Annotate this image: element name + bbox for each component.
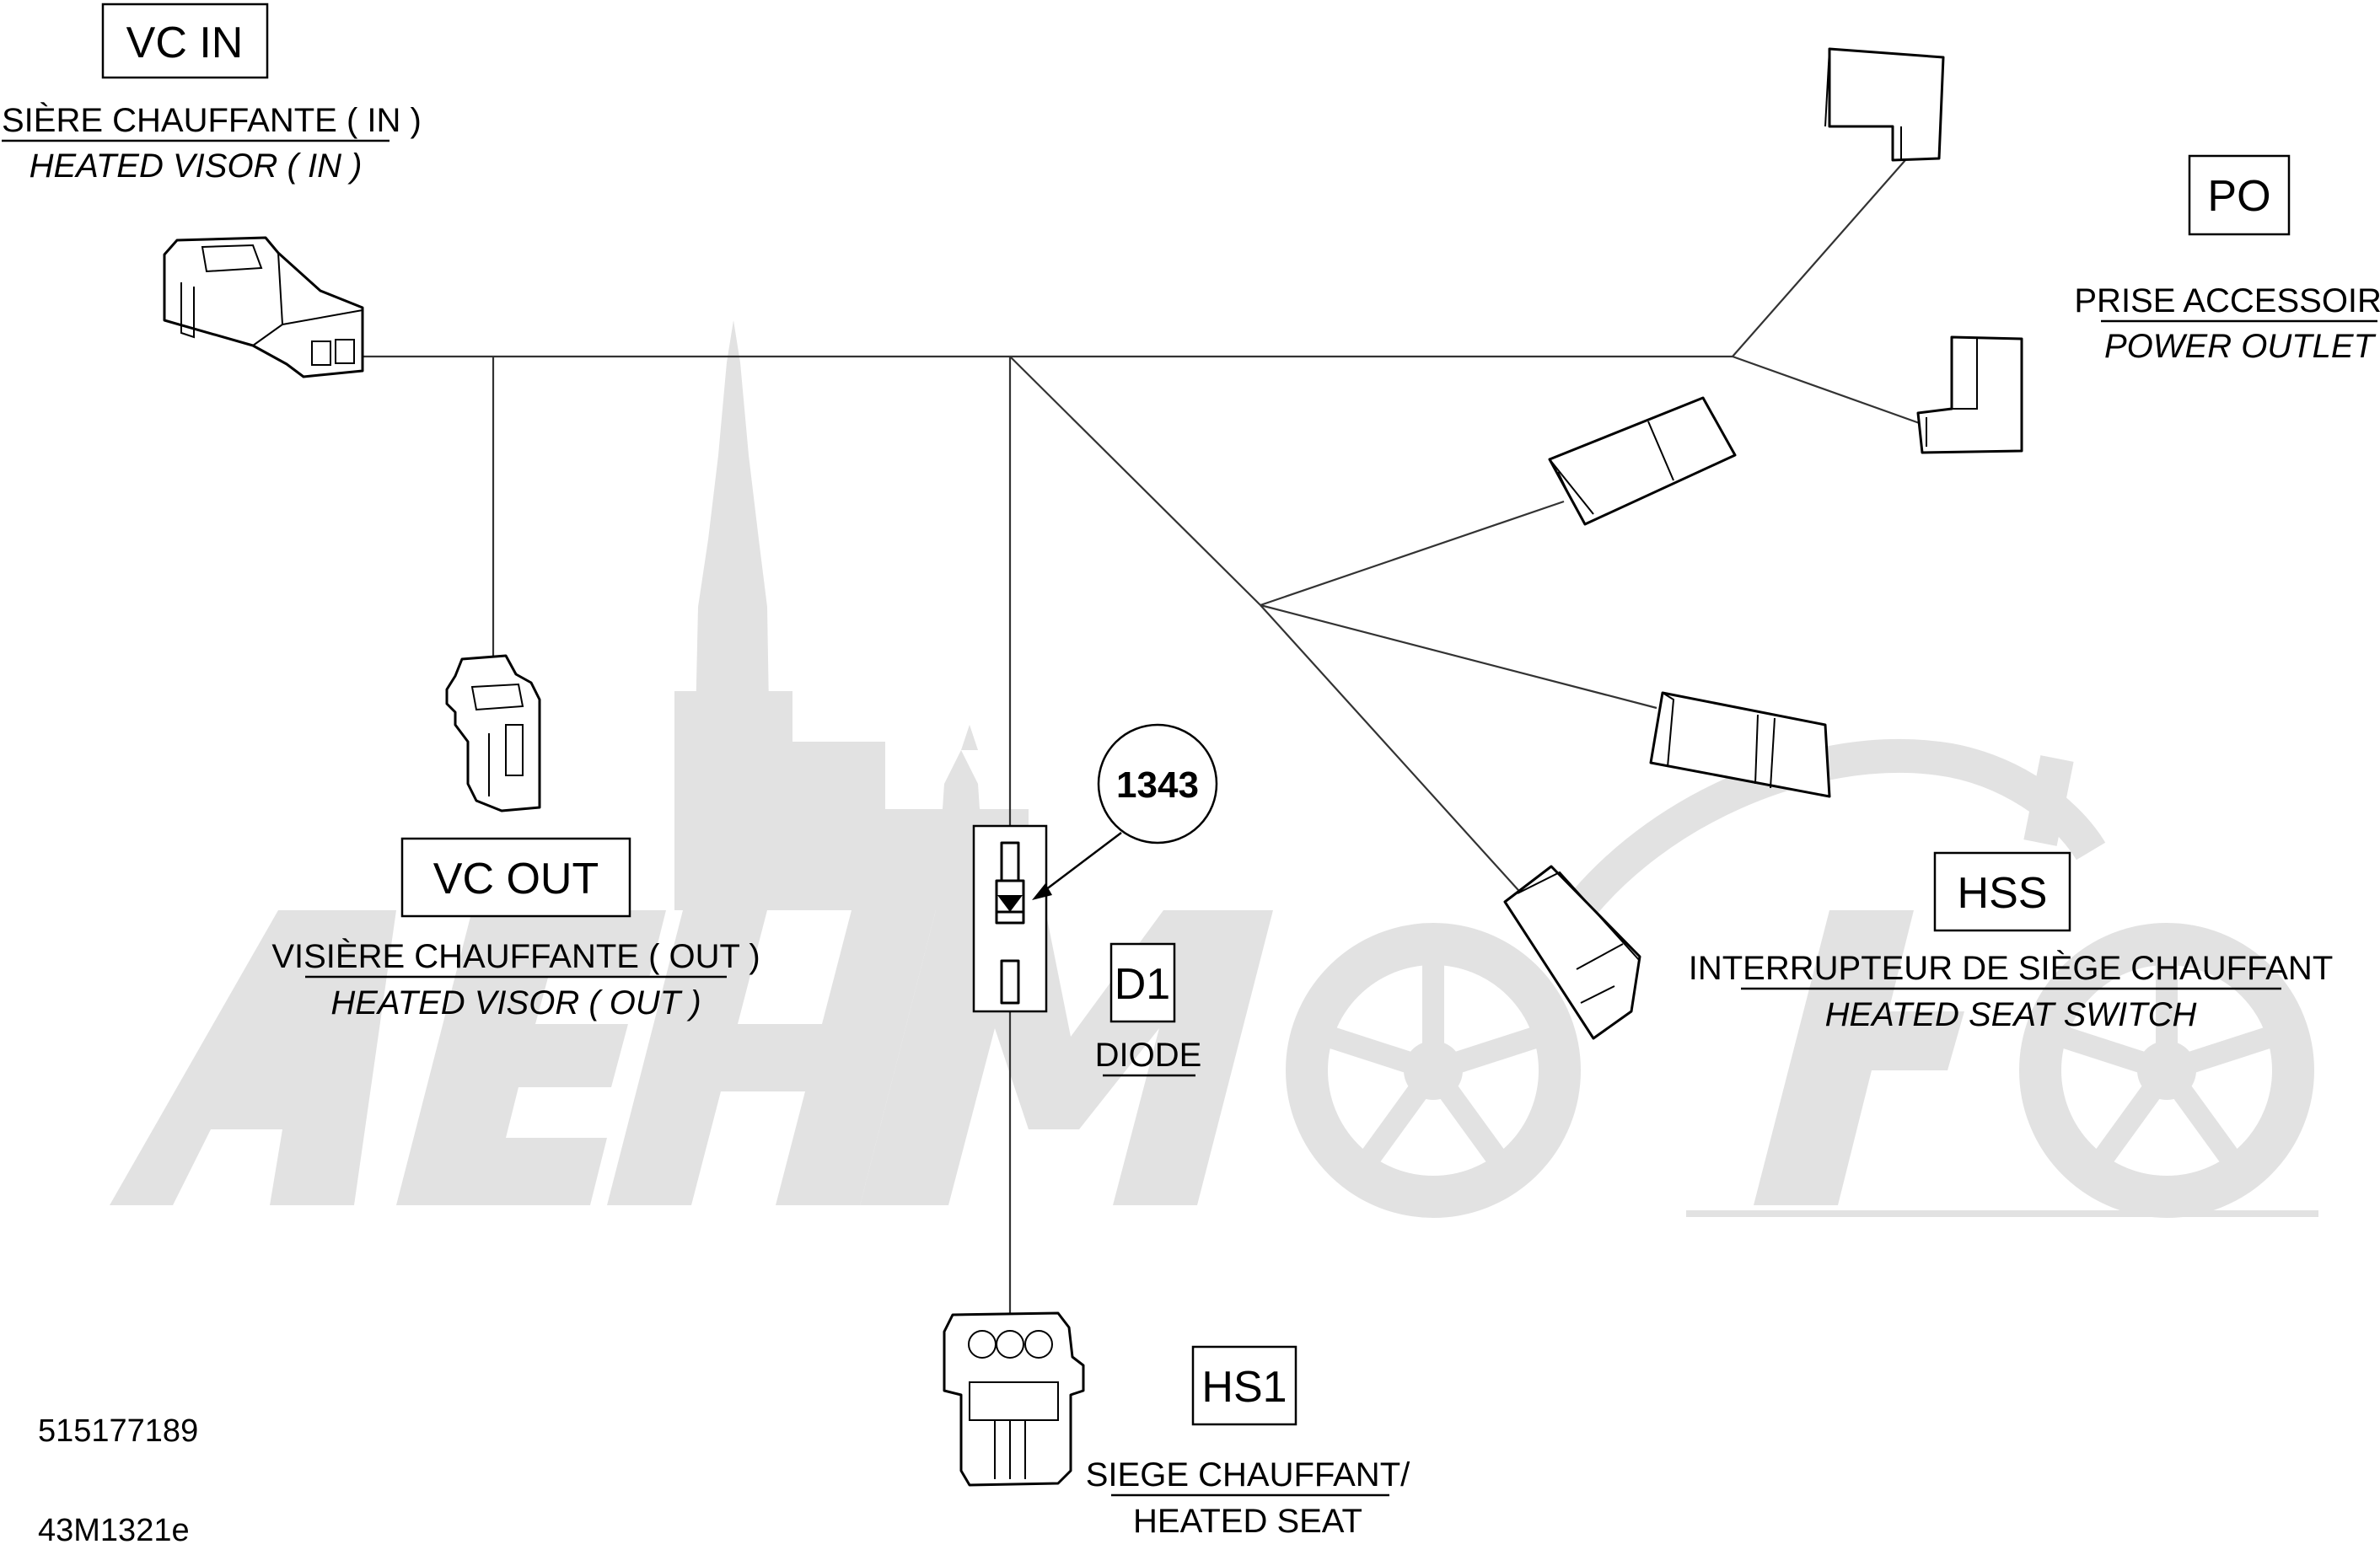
d1-name: DIODE [1095,1037,1202,1074]
wire-diagonal [1009,356,1261,606]
watermark-motorcycle-frame [1545,739,2318,1217]
vc-out-name-fr: VISIÈRE CHAUFFANTE ( OUT ) [271,937,760,975]
vc-out-code: VC OUT [433,855,599,904]
callout-1343[interactable]: 1343 [1032,723,1218,900]
d1-code: D1 [1115,960,1170,1009]
d1-code-box [1109,942,1176,1023]
po-plug-lower[interactable] [1916,335,2023,454]
watermark-wheel-left [1286,923,1581,1218]
hs1-name-en: HEATED SEAT [1133,1503,1362,1540]
harness-wires [363,159,1927,1315]
hs1-label: HS1 SIEGE CHAUFFANT/ HEATED SEAT [1086,1345,1410,1540]
vc-out-connector[interactable] [445,654,541,812]
hss-code: HSS [1958,869,2048,918]
hs1-connector[interactable] [943,1311,1085,1487]
vc-in-connector[interactable] [163,236,364,378]
po-connector[interactable] [1824,47,2023,454]
vc-in-label: VC IN VISIÈRE CHAUFFANTE ( IN ) HEATED V… [0,3,422,185]
wire-to-po-upper [1732,159,1906,357]
hs1-name-fr: SIEGE CHAUFFANT/ [1086,1456,1410,1493]
wire-to-po-lower [1732,355,1927,427]
watermark-wheel-right [2019,923,2314,1218]
wire-to-hss-c [1260,604,1534,907]
callout-number: 1343 [1116,764,1199,806]
vc-out-code-box [400,837,631,918]
po-code: PO [2207,172,2270,221]
wire-to-hss-a [1260,500,1565,607]
vc-in-name-fr: VISIÈRE CHAUFFANTE ( IN ) [0,101,422,139]
vc-out-label: VC OUT VISIÈRE CHAUFFANTE ( OUT ) HEATED… [271,837,760,1021]
drawing-code: 43M1321e [38,1513,190,1548]
watermark-skyline [674,320,1029,910]
hs1-code-box [1191,1345,1297,1426]
vc-in-name-en: HEATED VISOR ( IN ) [30,147,363,185]
callout-arrow-icon [1032,883,1052,900]
vc-in-code-box [101,3,269,79]
hss-plug-c[interactable] [1503,865,1641,1040]
hss-name-en: HEATED SEAT SWITCH [1825,996,2197,1033]
po-code-box [2188,154,2291,236]
part-number: 515177189 [38,1413,198,1449]
callout-leader [1038,832,1122,896]
hs1-code: HS1 [1201,1363,1287,1412]
vc-out-name-en: HEATED VISOR ( OUT ) [330,984,701,1021]
hss-connector[interactable] [1503,396,1831,1040]
callout-circle [1097,723,1218,845]
hss-code-box [1933,851,2071,932]
po-plug-upper[interactable] [1824,47,1945,162]
hss-plug-b[interactable] [1649,691,1831,798]
hss-label: HSS INTERRUPTEUR DE SIÈGE CHAUFFANT HEAT… [1689,851,2334,1033]
hss-plug-a[interactable] [1548,396,1737,526]
vc-in-code: VC IN [126,19,244,67]
hss-name-fr: INTERRUPTEUR DE SIÈGE CHAUFFANT [1689,949,2334,987]
po-name-en: POWER OUTLET [2104,328,2377,365]
diode-symbol-icon [997,895,1023,912]
po-label: PO PRISE ACCESSOIRE POWER OUTLET [2074,154,2380,365]
wire-to-hss-b [1260,603,1657,710]
d1-diode-component[interactable] [972,824,1048,1013]
po-name-fr: PRISE ACCESSOIRE [2074,282,2380,319]
d1-label: D1 DIODE [1095,942,1202,1077]
